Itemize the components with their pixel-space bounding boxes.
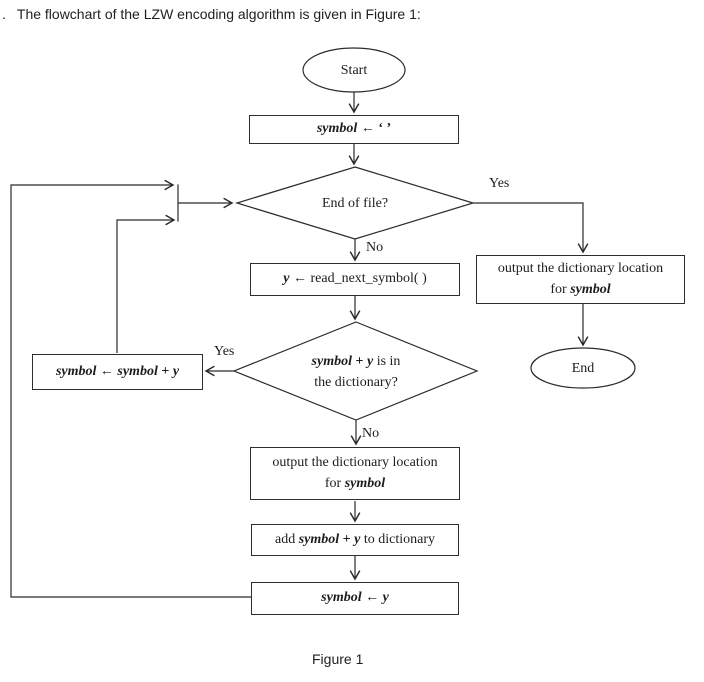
output-yes-var: symbol [570,281,611,297]
process-init-text: symbol ← ‘ ’ [317,119,391,139]
add-var1: symbol [298,531,340,547]
read-var: y [283,271,290,287]
output-yes-line1: output the dictionary location [497,261,664,277]
concat-text: symbol ← symbol + y [56,362,179,382]
output-yes-for: for [550,281,571,297]
list-marker: . [2,6,6,22]
assign-arrow: ← [361,590,383,606]
loop-concat-to-junction [116,214,176,353]
dict-question: symbol + y is in the dictionary? [312,351,401,393]
branch-label-dict-no: No [362,426,380,441]
dict-var2: y [366,353,374,369]
end-terminal-shape [530,347,636,389]
process-assign-symbol: symbol ← y [251,582,459,615]
process-init-symbol: symbol ← ‘ ’ [249,115,459,144]
assign-var2: y [382,590,389,606]
output-no-var: symbol [344,475,386,491]
dict-line1: symbol + y is in [312,351,401,372]
output-no-for: for [324,475,345,491]
end-terminal: End [531,348,635,388]
dict-rest: is in [373,353,401,369]
process-read-text: y ← read_next_symbol( ) [283,269,426,289]
dict-plus: + [352,353,367,369]
output-no-line2: for symbol [272,474,437,494]
output-yes-text: output the dictionary location for symbo… [498,259,663,300]
process-read-next-symbol: y ← read_next_symbol( ) [250,263,460,296]
concat-var2: symbol [117,363,158,379]
concat-arrow: ← [96,363,118,379]
figure-caption: Figure 1 [312,651,364,667]
page-title: . The flowchart of the LZW encoding algor… [2,6,421,22]
output-no-text: output the dictionary location for symbo… [272,453,437,494]
page-title-text: The flowchart of the LZW encoding algori… [16,6,421,22]
init-rest: ← ‘ ’ [357,121,392,137]
process-concat-symbol: symbol ← symbol + y [32,354,203,390]
dict-var1: symbol [311,353,352,369]
eof-question: End of file? [321,195,389,211]
start-label: Start [340,62,368,78]
add-plus: + [339,531,355,547]
concat-plus: + [157,363,173,379]
decision-in-dictionary: symbol + y is in the dictionary? [266,349,446,394]
decision-end-of-file: End of file? [265,192,445,214]
branch-label-dict-yes: Yes [214,344,235,359]
output-yes-line2: for symbol [498,280,663,300]
assign-var1: symbol [321,590,362,606]
concat-var1: symbol [55,363,97,379]
process-add-to-dictionary: add symbol + y to dictionary [251,524,459,556]
add-pre: add [274,531,299,547]
branch-label-eof-no: No [366,240,384,255]
add-var2: y [354,531,361,547]
branch-label-eof-yes: Yes [489,176,510,191]
process-output-location-yes: output the dictionary location for symbo… [476,255,685,304]
process-output-location-no: output the dictionary location for symbo… [250,447,460,500]
read-rest: ← read_next_symbol( ) [289,271,427,287]
output-no-line1: output the dictionary location [272,455,438,471]
end-label: End [571,360,595,376]
init-var: symbol [316,121,358,137]
add-post: to dictionary [360,531,436,547]
loop-assign-to-junction [10,179,251,598]
assign-text: symbol ← y [321,588,389,608]
arrow-eof-yes-to-output [473,202,589,254]
concat-var3: y [172,363,180,379]
start-terminal: Start [303,48,405,92]
add-text: add symbol + y to dictionary [275,530,435,550]
dict-line2: the dictionary? [314,374,398,390]
